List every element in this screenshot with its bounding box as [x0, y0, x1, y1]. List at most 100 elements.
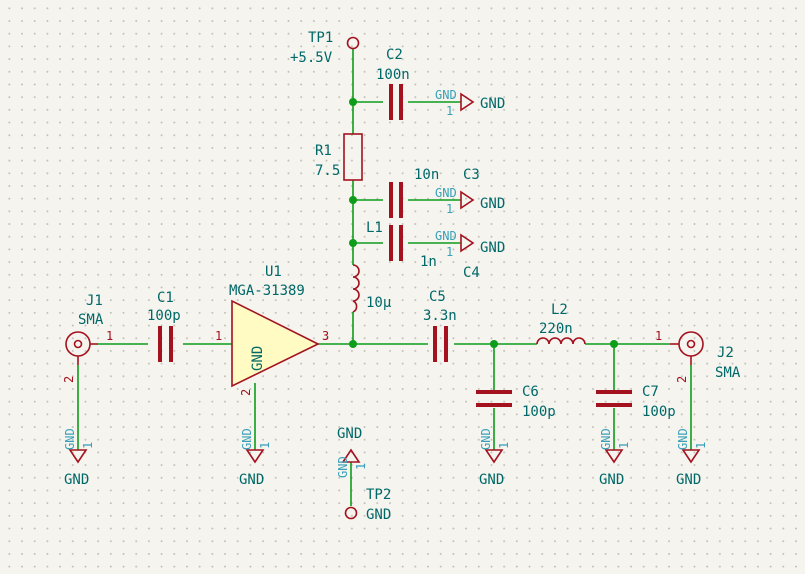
gnd-pin-name: GND [599, 428, 613, 450]
u1-amplifier[interactable]: U1 MGA-31389 GND 3 2 [229, 264, 329, 396]
tp1-ref: TP1 [308, 30, 333, 46]
tp1-circle-icon [346, 36, 360, 50]
l2-ref: L2 [551, 302, 568, 318]
tp1-testpoint[interactable]: TP1 +5.5V [290, 30, 360, 66]
c2-ref: C2 [386, 47, 403, 63]
gnd-symbol-c2[interactable]: GND 1 GND [435, 88, 505, 118]
gnd-pin-name: GND [435, 88, 457, 102]
gnd-arrow-icon [245, 449, 265, 464]
j1-pin2-number: 2 [62, 376, 76, 383]
gnd-label: GND [676, 472, 701, 488]
junction-dot [349, 98, 357, 106]
c5-capacitor[interactable]: C5 3.3n [423, 289, 457, 362]
j1-ref: J1 [86, 293, 103, 309]
c4-value: 1n [420, 254, 437, 270]
l1-inductor[interactable]: L1 10µ [352, 220, 392, 313]
gnd-arrow-icon [68, 449, 88, 464]
l2-value: 220n [539, 321, 573, 337]
c4-capacitor[interactable]: 1n C4 [389, 225, 480, 281]
j2-outer-icon [678, 331, 704, 357]
gnd-label: GND [479, 472, 504, 488]
junction-dot [349, 196, 357, 204]
l1-value: 10µ [366, 295, 392, 311]
u1-ref: U1 [265, 264, 282, 280]
gnd-pin-name: GND [479, 428, 493, 450]
l2-coil-icon [536, 337, 586, 345]
gnd-symbol-c4[interactable]: GND 1 GND [435, 229, 505, 259]
j1-outer-icon [65, 331, 91, 357]
j2-ref: J2 [717, 345, 734, 361]
junctions [349, 98, 618, 348]
gnd-pin-name: GND [435, 229, 457, 243]
l1-ref: L1 [366, 220, 383, 236]
tp2-testpoint[interactable]: GND GND 1 TP2 GND [336, 426, 391, 523]
r1-body-icon [343, 133, 363, 181]
j2-pin2-number: 2 [675, 376, 689, 383]
gnd-symbol-j1[interactable]: GND 1 GND [63, 428, 95, 488]
r1-ref: R1 [315, 143, 332, 159]
tp2-gnd-pin-number: 1 [354, 463, 368, 470]
c5-ref: C5 [429, 289, 446, 305]
gnd-label: GND [239, 472, 264, 488]
r1-value: 7.5 [315, 163, 340, 179]
j1-connector[interactable]: J1 SMA 1 2 [62, 293, 113, 383]
c6-value: 100p [522, 404, 556, 420]
tp2-net-label: GND [337, 426, 362, 442]
junction-dot [490, 340, 498, 348]
r1-resistor[interactable]: R1 7.5 [315, 133, 363, 181]
j2-inner-icon [686, 339, 696, 349]
gnd-pin-number: 1 [258, 442, 272, 449]
l1-coil-icon [352, 264, 360, 313]
gnd-label: GND [480, 240, 505, 256]
junction-dot [349, 239, 357, 247]
u1-triangle-icon [231, 299, 320, 388]
gnd-pin-number: 1 [617, 442, 631, 449]
c6-capacitor[interactable]: C6 100p [476, 384, 556, 420]
gnd-label: GND [64, 472, 89, 488]
tp2-ref: TP2 [366, 487, 391, 503]
tp2-gnd-pin-name: GND [336, 456, 350, 478]
j2-pin1-number: 1 [655, 329, 662, 343]
c3-value: 10n [414, 167, 439, 183]
j1-inner-icon [73, 339, 83, 349]
gnd-symbol-c7[interactable]: GND 1 GND [599, 428, 631, 488]
tp1-value: +5.5V [290, 50, 333, 66]
c7-capacitor[interactable]: C7 100p [596, 384, 676, 420]
c6-ref: C6 [522, 384, 539, 400]
u1-pin-gnd-number: 2 [239, 389, 253, 396]
tp2-circle-icon [344, 506, 358, 520]
gnd-arrow-icon [484, 449, 504, 464]
tp2-gnd-arrow-icon [341, 448, 361, 463]
gnd-symbol-u1[interactable]: GND 1 GND [239, 428, 272, 488]
c1-pin-number: 1 [215, 329, 222, 343]
j1-pin1-number: 1 [106, 329, 113, 343]
j1-value: SMA [78, 312, 104, 328]
gnd-symbol-j2[interactable]: GND 1 GND [676, 428, 708, 488]
u1-value: MGA-31389 [229, 283, 305, 299]
c1-ref: C1 [157, 290, 174, 306]
l2-inductor[interactable]: L2 220n [536, 302, 586, 345]
gnd-pin-number: 1 [446, 245, 453, 259]
gnd-symbol-c6[interactable]: GND 1 GND [479, 428, 511, 488]
gnd-label: GND [480, 196, 505, 212]
gnd-pin-name: GND [63, 428, 77, 450]
c2-value: 100n [376, 67, 410, 83]
c3-capacitor[interactable]: 10n C3 [389, 167, 480, 218]
gnd-pin-name: GND [435, 186, 457, 200]
c3-ref: C3 [463, 167, 480, 183]
c7-value: 100p [642, 404, 676, 420]
c2-capacitor[interactable]: C2 100n [376, 47, 410, 120]
tp2-value: GND [366, 507, 391, 523]
gnd-arrow-icon [460, 233, 475, 253]
j2-connector[interactable]: J2 SMA 1 2 [655, 329, 741, 383]
gnd-symbol-c3[interactable]: GND 1 GND [435, 186, 505, 216]
u1-pin-out-number: 3 [322, 329, 329, 343]
junction-dot [349, 340, 357, 348]
c7-ref: C7 [642, 384, 659, 400]
gnd-arrow-icon [460, 92, 475, 112]
gnd-pin-number: 1 [694, 442, 708, 449]
gnd-label: GND [480, 96, 505, 112]
c1-capacitor[interactable]: C1 100p 1 [147, 290, 222, 362]
gnd-pin-number: 1 [446, 104, 453, 118]
